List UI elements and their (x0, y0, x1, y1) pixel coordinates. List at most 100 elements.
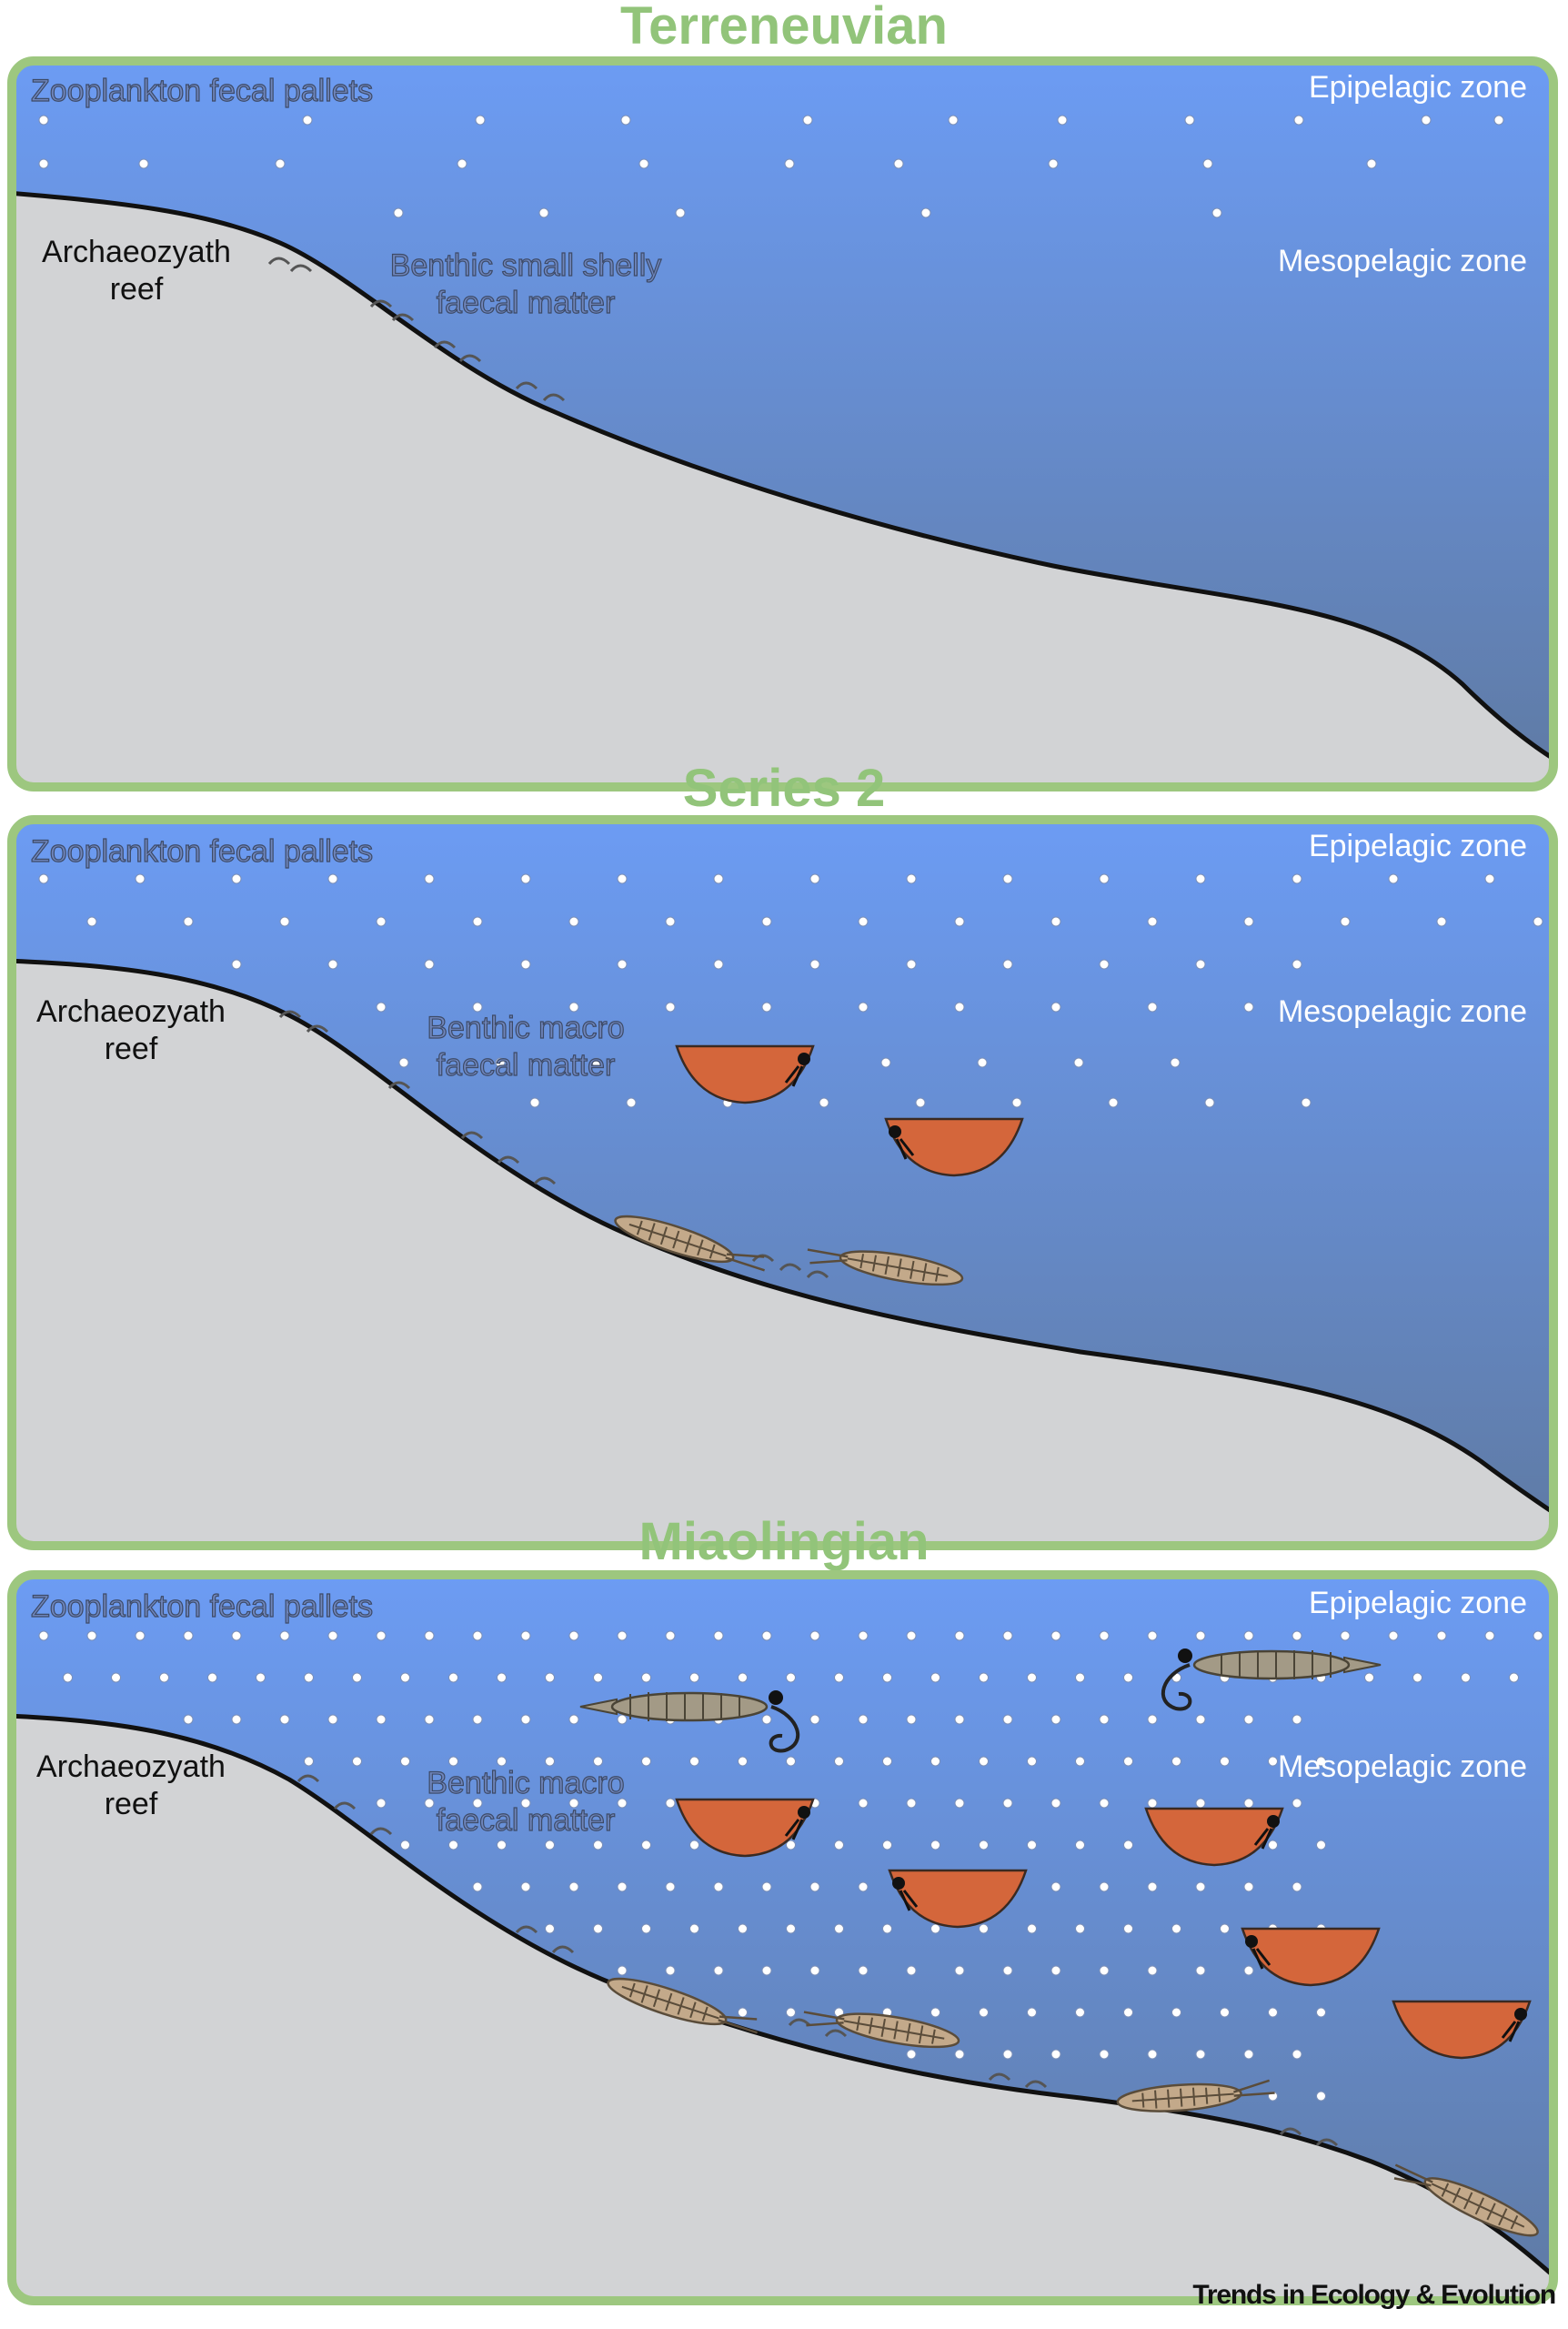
fecal-pellet (1243, 1798, 1254, 1809)
fecal-pellet (1002, 873, 1013, 884)
ocean-diagram (7, 1570, 1558, 2305)
fecal-pellet (1436, 916, 1447, 927)
benthic-arthropod-icon (1393, 2163, 1539, 2237)
fecal-pellet (1075, 1840, 1085, 1850)
fecal-pellet (1048, 158, 1059, 169)
fecal-pellet (1027, 1672, 1037, 1683)
fecal-pellet (327, 1714, 338, 1725)
fecal-pellet (1123, 1756, 1133, 1767)
fecal-pellet (183, 916, 194, 927)
plankton-label: Zooplankton fecal pallets (30, 1588, 374, 1624)
fecal-pellet (159, 1672, 169, 1683)
fecal-pellet (1123, 2007, 1133, 2018)
bivalved-arthropod-icon (1241, 1927, 1381, 1987)
fecal-pellet (1050, 916, 1061, 927)
fecal-pellet (738, 1672, 748, 1683)
fecal-pellet (1002, 959, 1013, 970)
fecal-pellet (568, 1714, 579, 1725)
fecal-pellet (858, 1002, 869, 1013)
fecal-pellet (713, 1881, 724, 1892)
fecal-pellet (1220, 1923, 1230, 1934)
seafloor (12, 190, 1553, 787)
reef-label-line1: Archaeozyath (36, 1749, 226, 1784)
fecal-pellet (784, 158, 795, 169)
fecal-pellet (472, 1630, 483, 1641)
plankton-label: Zooplankton fecal pallets (30, 833, 374, 869)
fecal-pellet (497, 1756, 507, 1767)
mesopelagic-label: Mesopelagic zone (1277, 244, 1527, 278)
fecal-pellet (882, 1923, 892, 1934)
fecal-pellet (1533, 1630, 1543, 1641)
reef-label-line1: Archaeozyath (36, 994, 226, 1029)
fecal-pellet (1123, 1840, 1133, 1850)
fecal-pellet (86, 916, 97, 927)
fecal-pellet (448, 1672, 458, 1683)
fecal-pellet (689, 1840, 699, 1850)
fecal-pellet (1099, 959, 1110, 970)
fecal-pellet (1075, 1923, 1085, 1934)
stage-title-miaolingian: Miaolingian (638, 1512, 930, 1571)
faecal-matter-deposits (278, 1010, 829, 1279)
fecal-pellet (882, 1756, 892, 1767)
fecal-pellet (183, 1714, 194, 1725)
fecal-pellet (977, 1057, 988, 1068)
fecal-pellet (761, 1881, 772, 1892)
fecal-pellet (1461, 1672, 1471, 1683)
fecal-pellet (568, 1630, 579, 1641)
fecal-pellet (591, 1057, 602, 1068)
fecal-pellet (1195, 1714, 1206, 1725)
fecal-pellet (327, 1630, 338, 1641)
fecal-pellet (568, 916, 579, 927)
fecal-pellet (809, 1881, 820, 1892)
fecal-pellet (398, 1057, 409, 1068)
fecal-pellet (906, 959, 917, 970)
fecal-pellet (834, 1756, 844, 1767)
fecal-pellet (954, 916, 965, 927)
fecal-pellet (882, 1672, 892, 1683)
benthic-arthropod-icon (614, 1215, 765, 1272)
fecal-pellet (457, 158, 467, 169)
fecal-pellet (1204, 1097, 1215, 1108)
fecal-pellet (802, 115, 813, 126)
fecal-pellet (1075, 1672, 1085, 1683)
fecal-pellet (424, 1630, 435, 1641)
panel-terreneuvian: Zooplankton fecal pallets Epipelagic zon… (7, 56, 1558, 791)
fecal-pellet (1484, 873, 1495, 884)
fecal-pellet (1099, 1798, 1110, 1809)
fecal-pellet (568, 1798, 579, 1809)
fecal-pellet (279, 1630, 290, 1641)
fecal-pellet (1147, 1881, 1158, 1892)
benthic-label: Benthic small shelly faecal matter (367, 247, 685, 322)
fecal-pellet (1108, 1097, 1119, 1108)
fecal-pellet (1509, 1672, 1519, 1683)
benthic-label-line2: faecal matter (436, 285, 616, 320)
fecal-pellet (665, 1630, 676, 1641)
fecal-pellet (834, 1923, 844, 1934)
panel-frame (7, 56, 1558, 791)
fecal-pellet (906, 873, 917, 884)
fecal-pellet (520, 1881, 531, 1892)
fecal-pellet (400, 1672, 410, 1683)
fecal-pellet (979, 1756, 989, 1767)
fecal-pellet (893, 158, 904, 169)
fecal-pellet (1027, 2007, 1037, 2018)
fecal-pellet (665, 1965, 676, 1976)
fecal-pellet (761, 1002, 772, 1013)
fecal-pellet (207, 1672, 217, 1683)
fecal-pellet (593, 1756, 603, 1767)
fecal-pellet (38, 115, 49, 126)
fecal-pellet (63, 1672, 73, 1683)
fecal-pellet (1340, 916, 1351, 927)
fecal-pellet (761, 1965, 772, 1976)
arthropod-icon (579, 1690, 800, 1753)
epipelagic-label: Epipelagic zone (1308, 1586, 1527, 1620)
panel-frame (7, 1570, 1558, 2305)
fecal-pellet (689, 1756, 699, 1767)
fecal-pellet (1002, 1965, 1013, 1976)
ocean-diagram (7, 815, 1558, 1550)
fecal-pellet (906, 2049, 917, 2060)
fecal-pellet (665, 1002, 676, 1013)
fecal-pellet (617, 1630, 628, 1641)
fecal-pellet (1484, 1630, 1495, 1641)
benthic-label-line2: faecal matter (436, 1047, 616, 1083)
